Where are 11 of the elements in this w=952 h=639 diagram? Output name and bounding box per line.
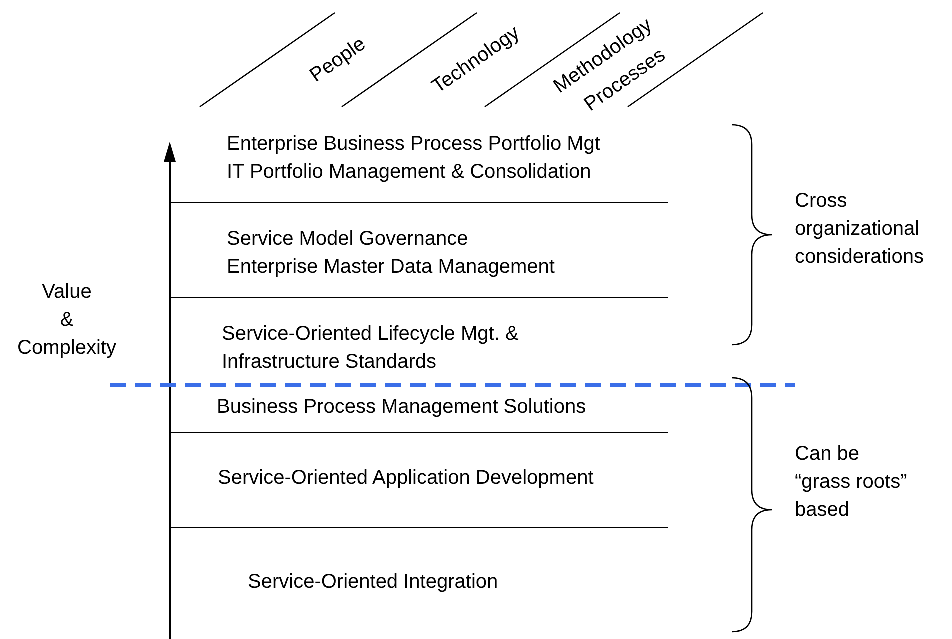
axis-label: Value & Complexity bbox=[16, 280, 118, 361]
layer-text: Service-Oriented Application Development bbox=[218, 466, 594, 491]
bracket-label: Cross organizational considerations bbox=[795, 189, 925, 270]
layer-text: Enterprise Business Process Portfolio Mgt bbox=[227, 132, 600, 157]
layer-text: Service-Oriented Integration bbox=[248, 570, 498, 595]
layer-text: Service Model Governance bbox=[227, 227, 468, 252]
layer-text: Business Process Management Solutions bbox=[217, 395, 586, 420]
layer-text: Enterprise Master Data Management bbox=[227, 255, 555, 280]
bracket-label: Can be “grass roots” based bbox=[795, 442, 908, 523]
layer-text: Service-Oriented Lifecycle Mgt. & Infrastructure Standards bbox=[222, 322, 520, 375]
layer-text: IT Portfolio Management & Consolidation bbox=[227, 160, 592, 185]
